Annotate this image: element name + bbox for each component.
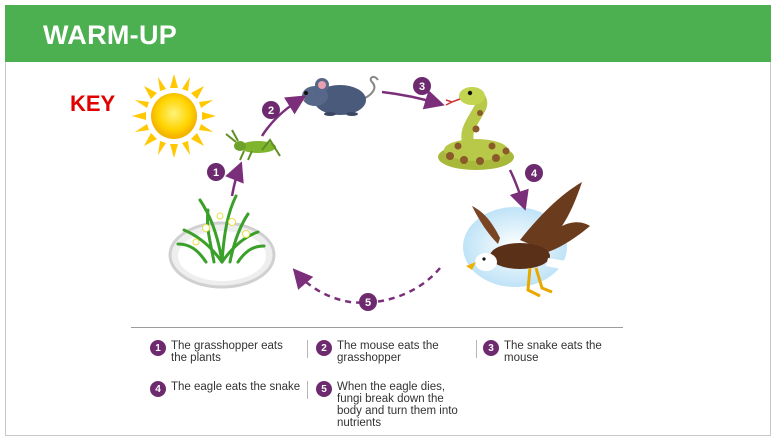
arrow-5 xyxy=(292,267,441,304)
legend-text: The grasshopper eats the plants xyxy=(171,340,283,364)
food-chain-arrows xyxy=(225,90,529,304)
badge-1: 1 xyxy=(207,163,225,181)
plants-icon xyxy=(168,194,276,289)
legend-item-2: 2 The mouse eats the grasshopper xyxy=(316,340,466,364)
legend-number: 1 xyxy=(150,340,166,356)
badge-4: 4 xyxy=(525,164,543,182)
legend-separator xyxy=(307,381,308,399)
legend-separator xyxy=(307,340,308,358)
legend-item-5: 5 When the eagle dies, fungi break down … xyxy=(316,381,466,429)
eagle-icon xyxy=(463,182,590,298)
legend-number: 5 xyxy=(316,381,332,397)
badge-2: 2 xyxy=(262,101,280,119)
legend-text: The eagle eats the snake xyxy=(171,381,301,393)
grasshopper-icon xyxy=(225,129,281,161)
legend-text: The mouse eats the grasshopper xyxy=(337,340,439,364)
legend-item-3: 3 The snake eats the mouse xyxy=(483,340,623,364)
sun-icon xyxy=(132,74,216,158)
badge-3: 3 xyxy=(413,77,431,95)
slide-frame xyxy=(5,5,771,436)
slide-title: WARM-UP xyxy=(43,20,178,50)
snake-icon xyxy=(438,87,514,170)
legend-item-1: 1 The grasshopper eats the plants xyxy=(150,340,300,364)
slide-header: WARM-UP xyxy=(5,5,771,62)
svg-text:1: 1 xyxy=(213,167,219,179)
legend-separator xyxy=(476,340,477,358)
arrow-2 xyxy=(260,95,307,137)
legend-item-4: 4 The eagle eats the snake xyxy=(150,381,310,397)
svg-text:3: 3 xyxy=(419,81,425,93)
mouse-icon xyxy=(299,75,379,116)
svg-text:4: 4 xyxy=(531,168,538,180)
arrow-1 xyxy=(225,161,244,197)
svg-text:5: 5 xyxy=(365,297,371,309)
legend-text: The snake eats the mouse xyxy=(504,340,602,364)
legend-number: 2 xyxy=(316,340,332,356)
legend-number: 4 xyxy=(150,381,166,397)
arrow-3 xyxy=(381,90,445,110)
legend-text: When the eagle dies, fungi break down th… xyxy=(337,381,458,429)
legend-divider xyxy=(131,327,623,328)
arrow-4 xyxy=(508,169,529,211)
svg-text:2: 2 xyxy=(268,105,274,117)
badge-5: 5 xyxy=(359,293,377,311)
legend-number: 3 xyxy=(483,340,499,356)
key-label: KEY xyxy=(70,91,116,116)
